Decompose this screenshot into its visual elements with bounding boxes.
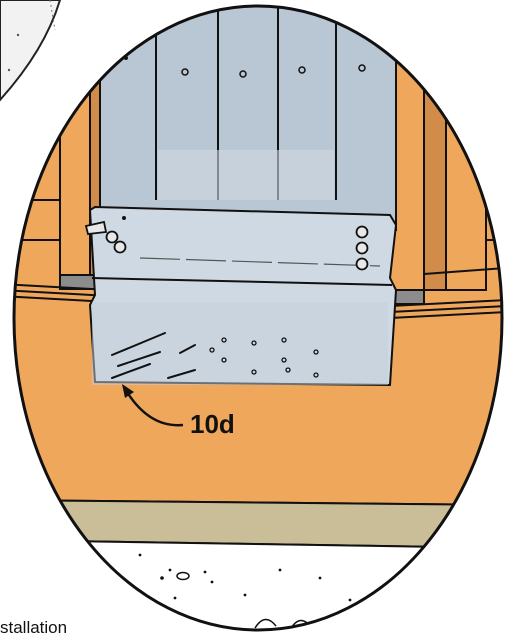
- nail-holes: [209, 337, 319, 378]
- figure-caption: stallation: [0, 618, 68, 637]
- nails: [111, 332, 196, 379]
- nail-icon: [167, 369, 196, 379]
- nail-icon: [111, 363, 151, 379]
- callout-label: 10d: [190, 409, 235, 439]
- nail-callout: 10d: [122, 384, 235, 439]
- bolt-icon: [355, 225, 369, 239]
- mud-sill-strip: [14, 498, 502, 550]
- right-studs: [389, 6, 487, 291]
- nail-icon: [179, 344, 196, 354]
- steel-wall-panel: [99, 6, 397, 231]
- nail-icon: [117, 351, 161, 367]
- background-inset-fragment: [0, 0, 62, 102]
- detail-oval-outline: [12, 4, 504, 632]
- bolt-icon: [355, 241, 369, 255]
- bolt-icon: [105, 230, 119, 244]
- bolt-icon: [355, 257, 369, 271]
- sill-plate-lines: [14, 267, 502, 319]
- nail-icon: [111, 332, 166, 356]
- bolt-icon: [113, 240, 127, 254]
- concrete-foundation: [14, 538, 502, 630]
- bolt-icon: [84, 220, 108, 235]
- hold-down-strap: [88, 205, 398, 387]
- anchor-bolts: [84, 220, 369, 271]
- arrow-icon: [125, 391, 184, 427]
